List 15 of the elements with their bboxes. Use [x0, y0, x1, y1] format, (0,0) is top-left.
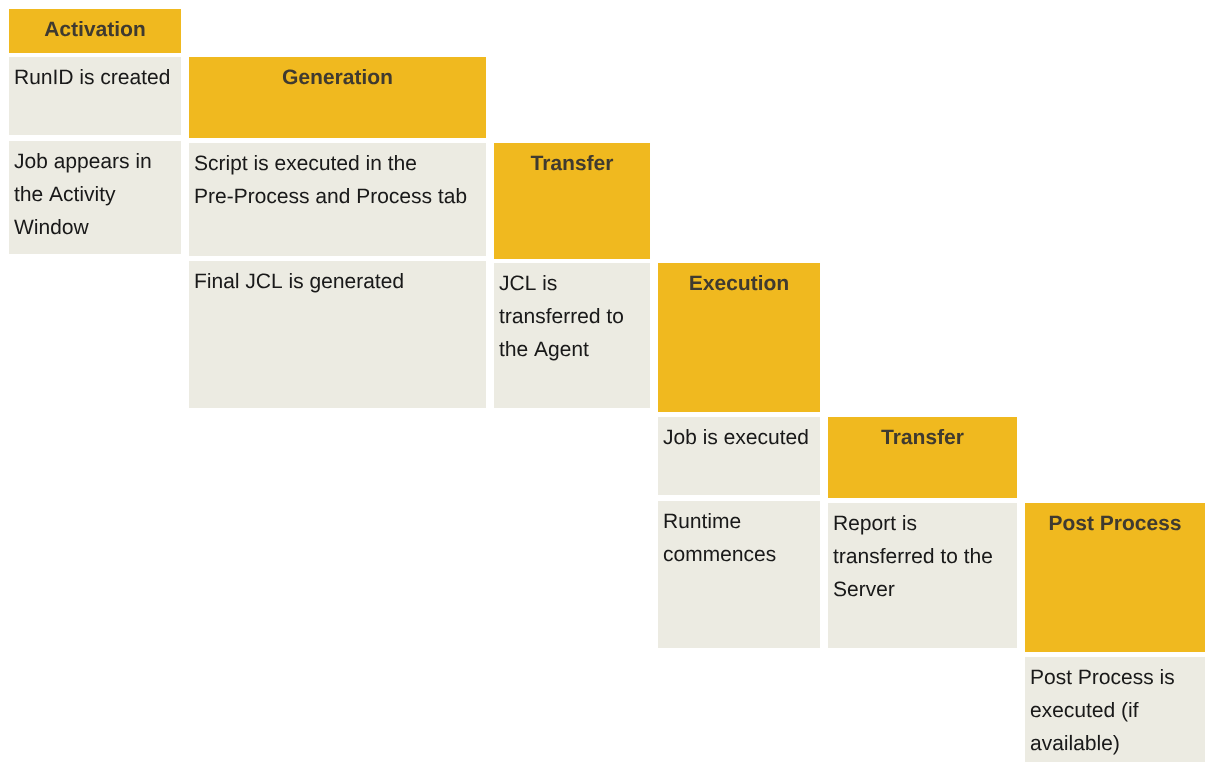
step-cell: Job is executed — [658, 417, 820, 495]
step-cell: Script is executed in the Pre-Process and Process tab — [189, 143, 486, 256]
stage-header: Transfer — [828, 417, 1017, 498]
stage-header: Transfer — [494, 143, 650, 259]
step-cell: Runtime commences — [658, 501, 820, 648]
stage-header: Post Process — [1025, 503, 1205, 652]
step-cell: Job appears in the Activity Window — [9, 141, 181, 254]
step-cell: JCL is transferred to the Agent — [494, 263, 650, 408]
stage-header: Activation — [9, 9, 181, 53]
stage-header: Generation — [189, 57, 486, 138]
step-cell: RunID is created — [9, 57, 181, 135]
step-cell: Post Process is executed (if available) — [1025, 657, 1205, 762]
stage-header: Execution — [658, 263, 820, 412]
step-cell: Final JCL is generated — [189, 261, 486, 408]
step-cell: Report is transferred to the Server — [828, 503, 1017, 648]
